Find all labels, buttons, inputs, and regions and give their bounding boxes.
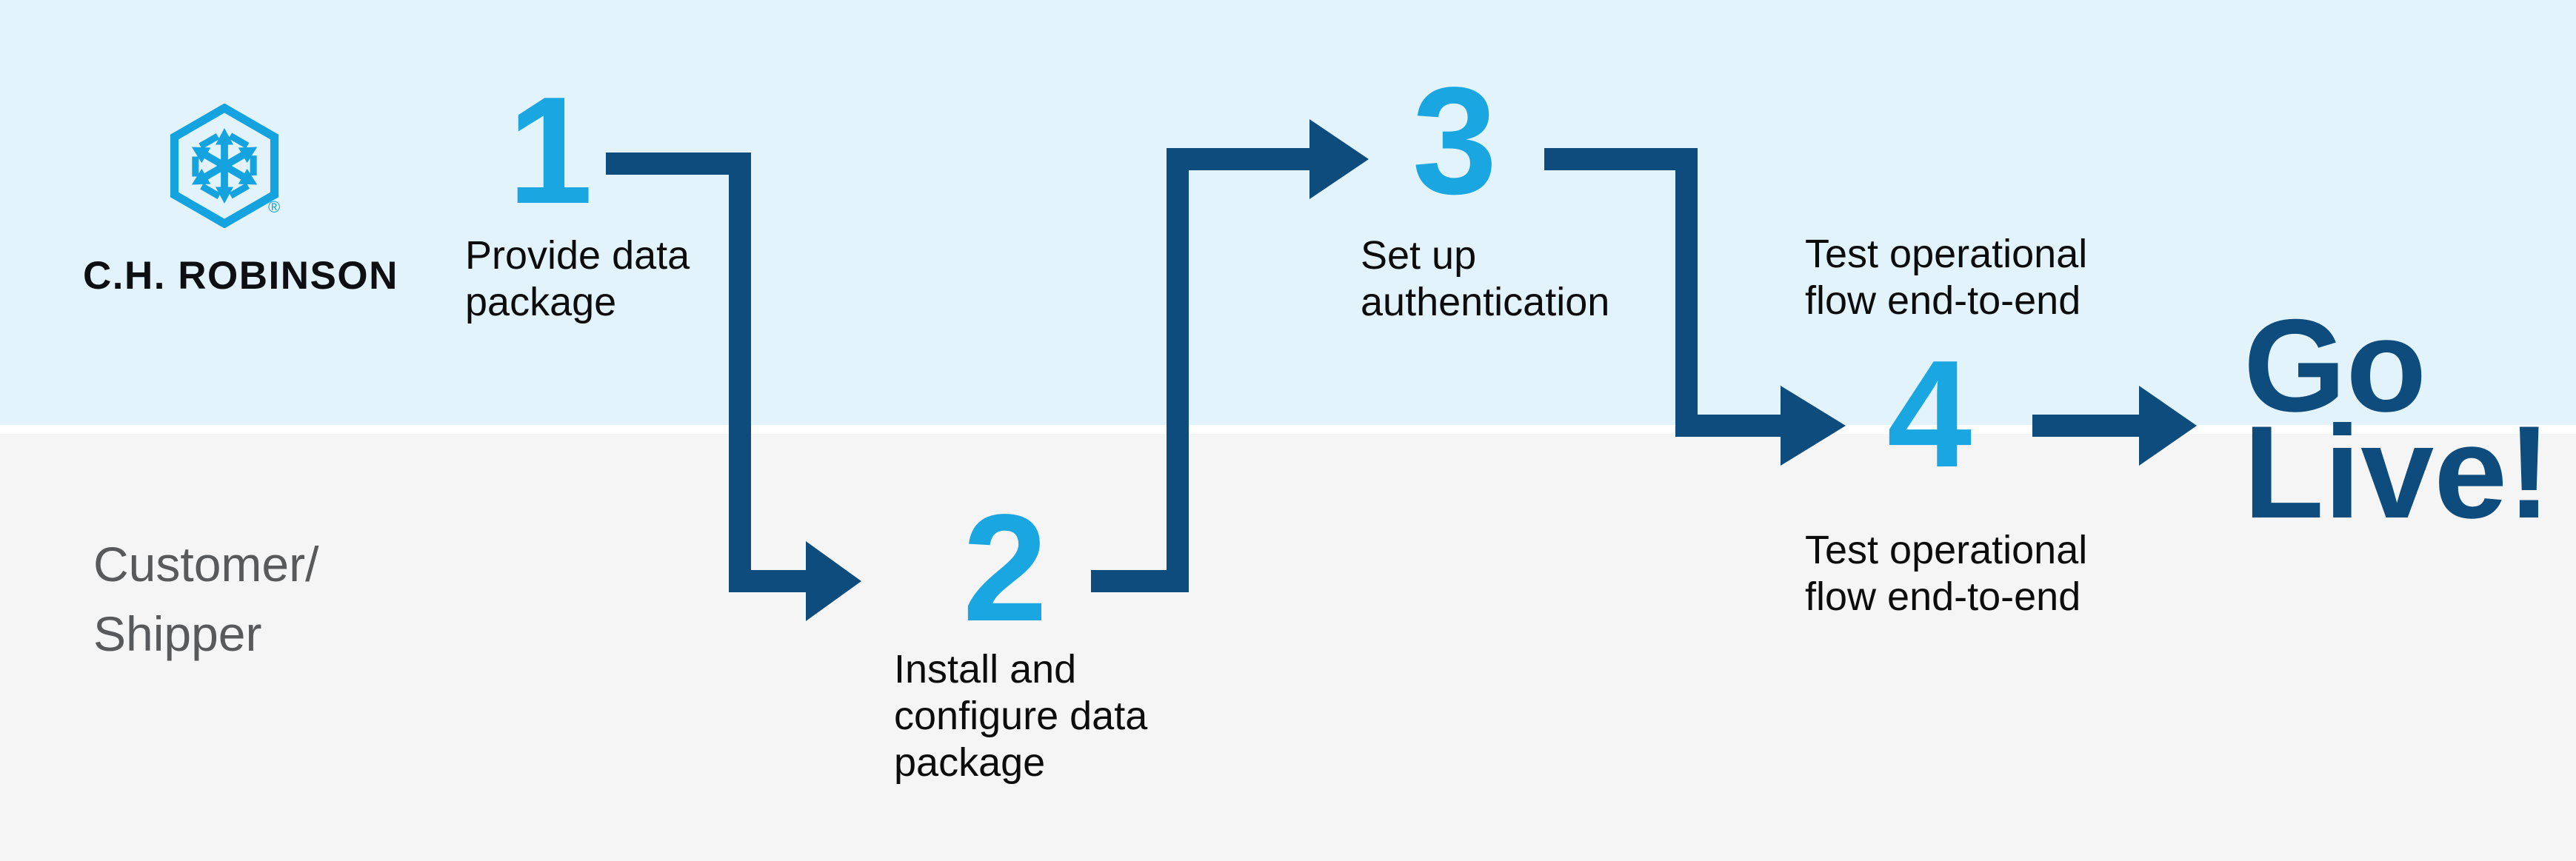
step-4-label-customer: Test operational flow end-to-end [1805, 527, 2087, 620]
arrow-step4-to-golive [2032, 386, 2197, 466]
chrobinson-wordmark: C.H. ROBINSON [83, 254, 398, 298]
label-line: Set up [1361, 233, 1477, 278]
step-2-label: Install and configure data package [894, 646, 1147, 786]
arrow-step1-to-step2 [606, 153, 861, 621]
step-2-number: 2 [962, 483, 1048, 653]
step-3-number: 3 [1412, 56, 1498, 226]
label-line: package [465, 280, 617, 324]
arrow-step3-to-step4 [1544, 148, 1846, 466]
arrow-step2-to-step3 [1091, 119, 1369, 592]
customer-shipper-label: Customer/ Shipper [93, 529, 318, 669]
label-line: Test operational [1805, 528, 2088, 572]
lane-divider [0, 425, 2576, 434]
label-line: package [894, 740, 1046, 785]
go-live-text: Go Live! [2243, 292, 2552, 546]
go-live-line: Live! [2243, 398, 2552, 546]
step-3-label: Set up authentication [1361, 232, 1609, 326]
step-1-number: 1 [507, 65, 593, 235]
chrobinson-lane-background [0, 0, 2576, 425]
lane-label-line: Customer/ [93, 537, 319, 592]
label-line: configure data [894, 694, 1148, 738]
label-line: Provide data [465, 233, 690, 278]
registered-trademark: ® [268, 198, 281, 216]
step-4-label-chrobinson: Test operational flow end-to-end [1805, 231, 2087, 324]
go-live-line: Go [2243, 292, 2427, 439]
chrobinson-hexagon-icon [170, 104, 279, 228]
lane-label-line: Shipper [93, 606, 262, 661]
label-line: Test operational [1805, 232, 2088, 276]
label-line: flow end-to-end [1805, 278, 2081, 323]
outward-arrows-icon [191, 128, 258, 204]
step-4-number: 4 [1886, 329, 1972, 499]
label-line: authentication [1361, 280, 1610, 324]
label-line: flow end-to-end [1805, 574, 2081, 619]
step-1-label: Provide data package [465, 232, 690, 326]
customer-lane-background [0, 434, 2576, 861]
label-line: Install and [894, 647, 1077, 691]
